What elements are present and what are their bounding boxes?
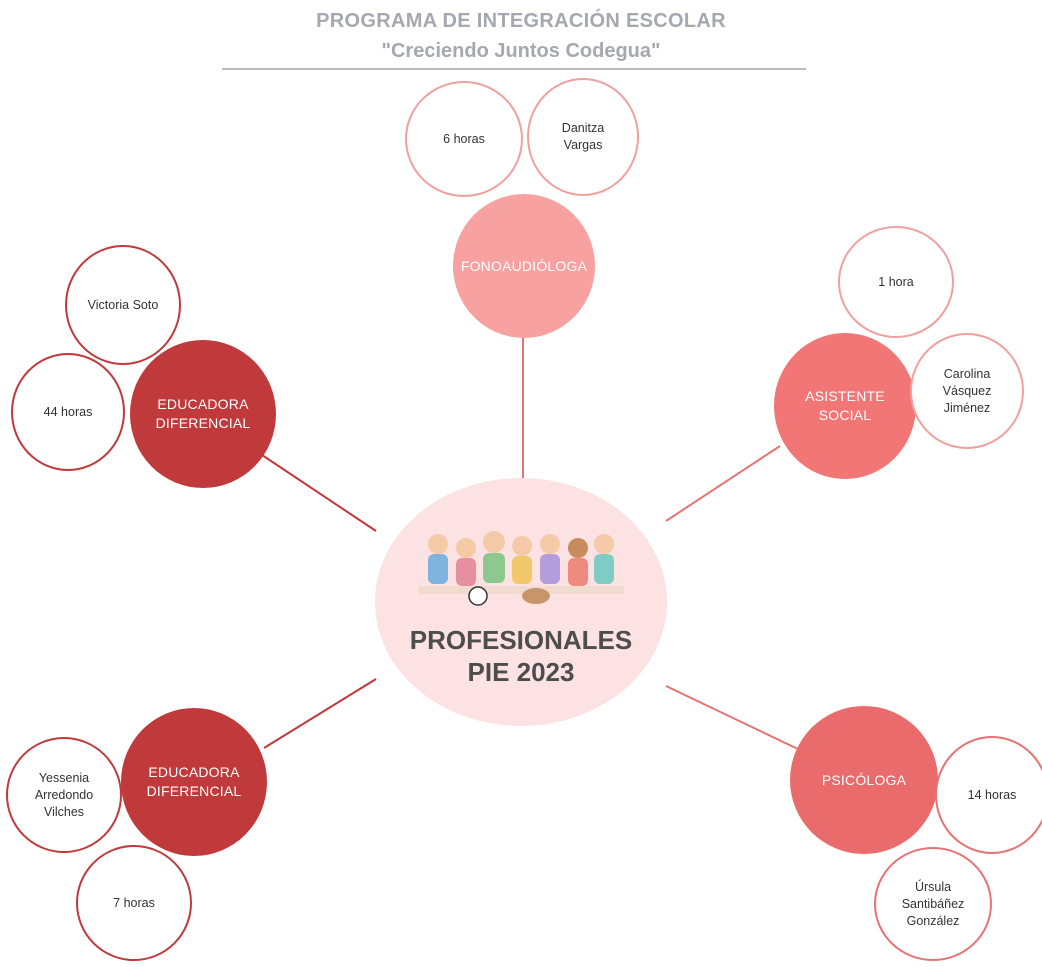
page-title: PROGRAMA DE INTEGRACIÓN ESCOLAR [316,10,726,32]
fono-hours-bubble: 6 horas [405,81,523,197]
educadora-top-hours-bubble: 44 horas [11,353,125,471]
center-title-line2: PIE 2023 [467,657,575,687]
role-asistente-social: ASISTENTE SOCIAL [774,333,916,479]
asistente-name-line3: Jiménez [943,400,991,415]
psicologa-name-bubble: Úrsula Santibáñez González [874,847,992,961]
psicologa-name-line2: Santibáñez [901,896,965,911]
educadora-bottom-name-line3: Vilches [43,804,85,819]
asistente-name-bubble: Carolina Vásquez Jiménez [910,333,1024,449]
role-educadora-diferencial-bottom: EDUCADORA DIFERENCIAL [121,708,267,856]
link-psicologa [665,685,801,751]
educadora-top-hours: 44 horas [43,404,93,419]
link-educadora-bottom [263,678,377,749]
center-title-line1: PROFESIONALES [409,625,633,655]
educadora-top-name-bubble: Victoria Soto [65,245,181,365]
fono-name-bubble: Danitza Vargas [527,78,639,196]
asistente-hours-bubble: 1 hora [838,226,954,338]
fono-hours: 6 horas [443,131,485,146]
psicologa-name-line3: González [906,913,960,928]
psicologa-label: PSICÓLOGA [821,771,907,788]
role-fonoaudiologa: FONOAUDIÓLOGA [453,194,595,338]
center-node: PROFESIONALES PIE 2023 [375,478,667,726]
psicologa-hours-bubble: 14 horas [935,736,1042,854]
asistente-name-line1: Carolina [943,366,991,381]
educadora-bottom-name-bubble: Yessenia Arredondo Vilches [6,737,122,853]
page-subtitle: "Creciendo Juntos Codegua" [381,40,661,62]
educadora-bottom-hours-bubble: 7 horas [76,845,192,961]
title-divider [222,68,806,70]
psicologa-hours: 14 horas [967,787,1017,802]
educadora-bottom-label-line2: DIFERENCIAL [146,783,242,799]
asistente-name-line2: Vásquez [942,383,992,398]
educadora-top-label-line2: DIFERENCIAL [155,415,251,431]
link-educadora-top [261,454,377,532]
center-title: PROFESIONALES PIE 2023 [410,624,632,688]
link-asistente [665,445,781,522]
children-illustration-icon [418,531,624,606]
educadora-bottom-name-line1: Yessenia [38,770,90,785]
educadora-top-name: Victoria Soto [87,297,159,312]
fono-name: Danitza Vargas [561,121,605,152]
educadora-bottom-name-line2: Arredondo [34,787,94,802]
role-educadora-diferencial-top: EDUCADORA DIFERENCIAL [130,340,276,488]
asistente-hours: 1 hora [878,274,914,289]
role-psicologa: PSICÓLOGA [790,706,938,854]
educadora-bottom-hours: 7 horas [113,895,155,910]
asistente-label-line2: SOCIAL [818,407,872,423]
fono-label: FONOAUDIÓLOGA [460,257,588,274]
asistente-label-line1: ASISTENTE [805,388,885,404]
educadora-top-label-line1: EDUCADORA [157,396,249,412]
educadora-bottom-label-line1: EDUCADORA [148,764,240,780]
psicologa-name-line1: Úrsula [914,879,952,894]
